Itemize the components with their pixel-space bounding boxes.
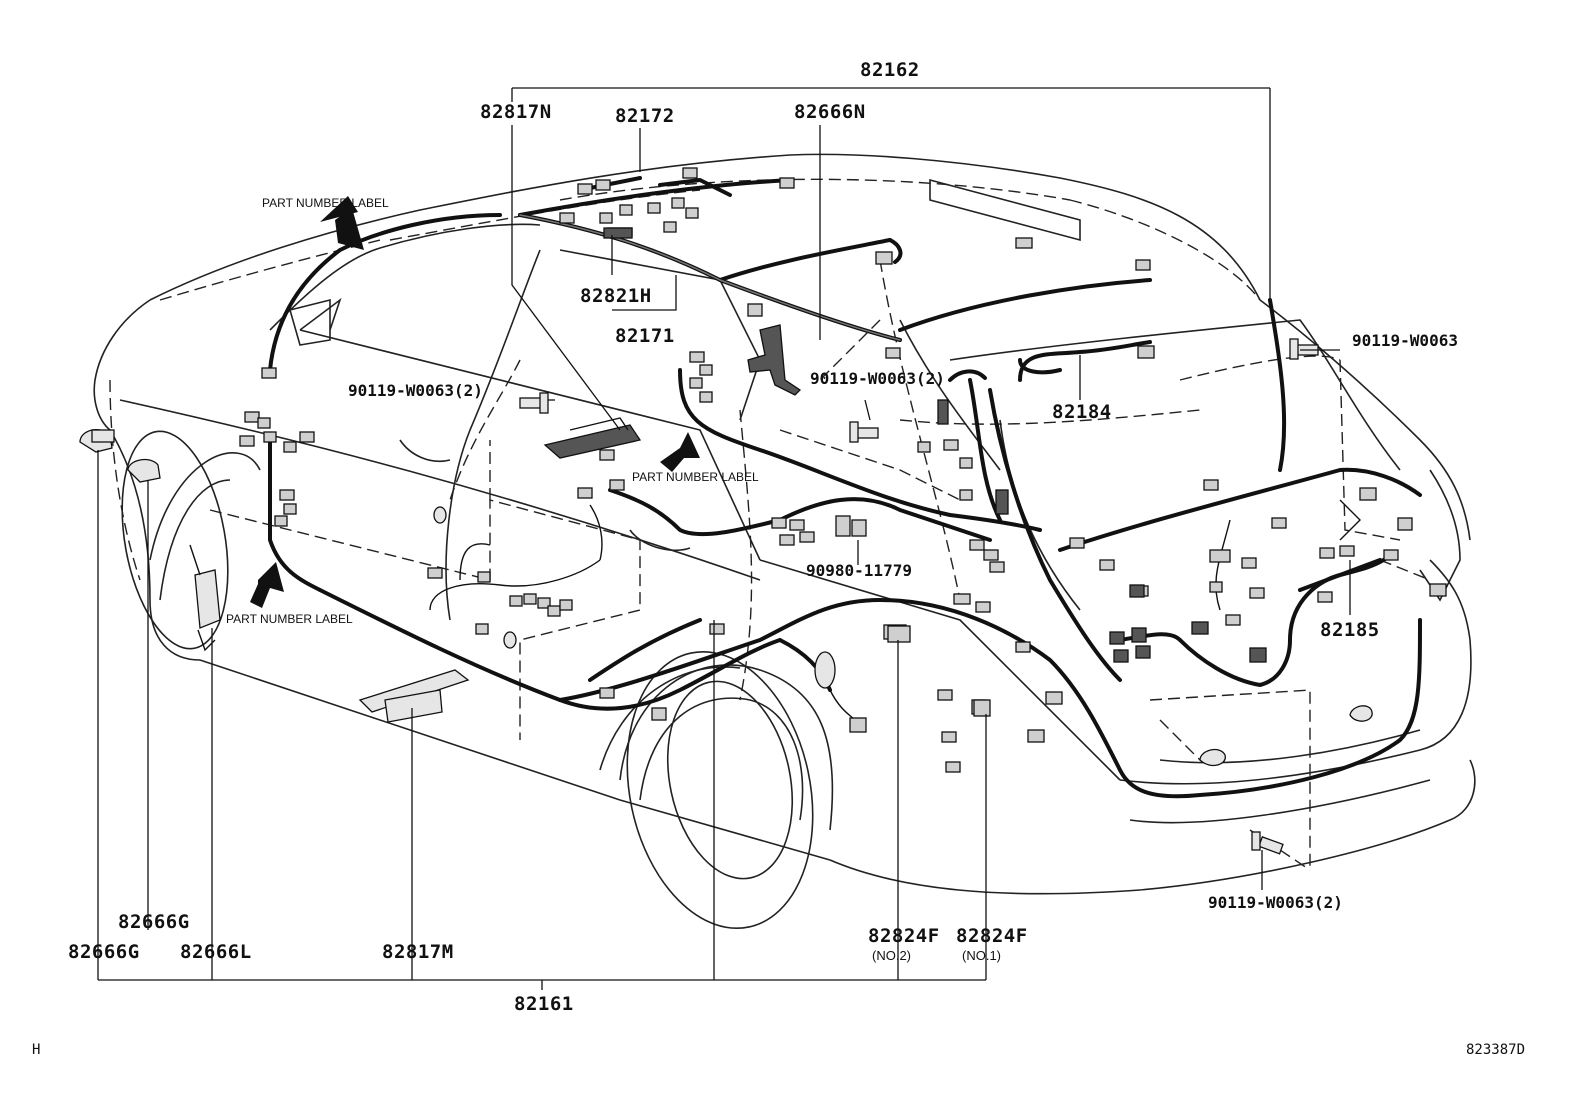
connectors [239,167,1447,773]
label-82824F-no2: 82824F [868,925,940,947]
label-82666N: 82666N [794,101,866,123]
label-90119-left: 90119-W0063(2) [348,381,483,400]
label-part-number-left: PART NUMBER LABEL [226,612,353,626]
label-no2: (NO.2) [872,948,911,963]
label-90119-top-right: 90119-W0063 [1352,331,1458,350]
bolt-left [519,392,549,414]
corner-left-code: H [32,1042,40,1058]
bolt-bottom-right [1251,831,1284,855]
labels: 82162 82817N 82172 82666N PART NUMBER LA… [32,59,1525,1058]
label-82162: 82162 [860,59,920,81]
hidden-lines [109,178,1431,871]
label-82817M: 82817M [382,941,454,963]
leader-lines [97,87,1351,990]
label-90119-center: 90119-W0063(2) [810,369,945,388]
arrow-roof-icon [335,208,364,250]
label-82817N: 82817N [480,101,552,123]
label-90980: 90980-11779 [806,561,912,580]
label-part-number-center: PART NUMBER LABEL [632,470,759,484]
label-82172: 82172 [615,105,675,127]
bolt-center [849,421,879,443]
label-82184: 82184 [1052,401,1112,423]
vehicle-body-outline [93,153,1476,930]
components [79,227,1382,855]
label-part-number-roof: PART NUMBER LABEL [262,196,389,210]
label-82824F-no1: 82824F [956,925,1028,947]
label-82821H: 82821H [580,285,652,307]
label-82666G-lower: 82666G [68,941,140,963]
wire-harness-roof [518,176,1152,342]
label-no1: (NO.1) [962,948,1001,963]
wire-harness-floor [429,504,1422,799]
part-number-label-arrows [250,196,700,608]
arrow-left-icon [250,562,284,608]
arrow-center-icon [660,432,700,472]
label-82666G-upper: 82666G [118,911,190,933]
wire-harness-left-a-pillar [268,213,782,711]
label-82161: 82161 [514,993,574,1015]
label-82185: 82185 [1320,619,1380,641]
label-90119-bottom-right: 90119-W0063(2) [1208,893,1343,912]
label-82666L: 82666L [180,941,252,963]
corner-right-code: 823387D [1466,1042,1525,1058]
label-82171: 82171 [615,325,675,347]
